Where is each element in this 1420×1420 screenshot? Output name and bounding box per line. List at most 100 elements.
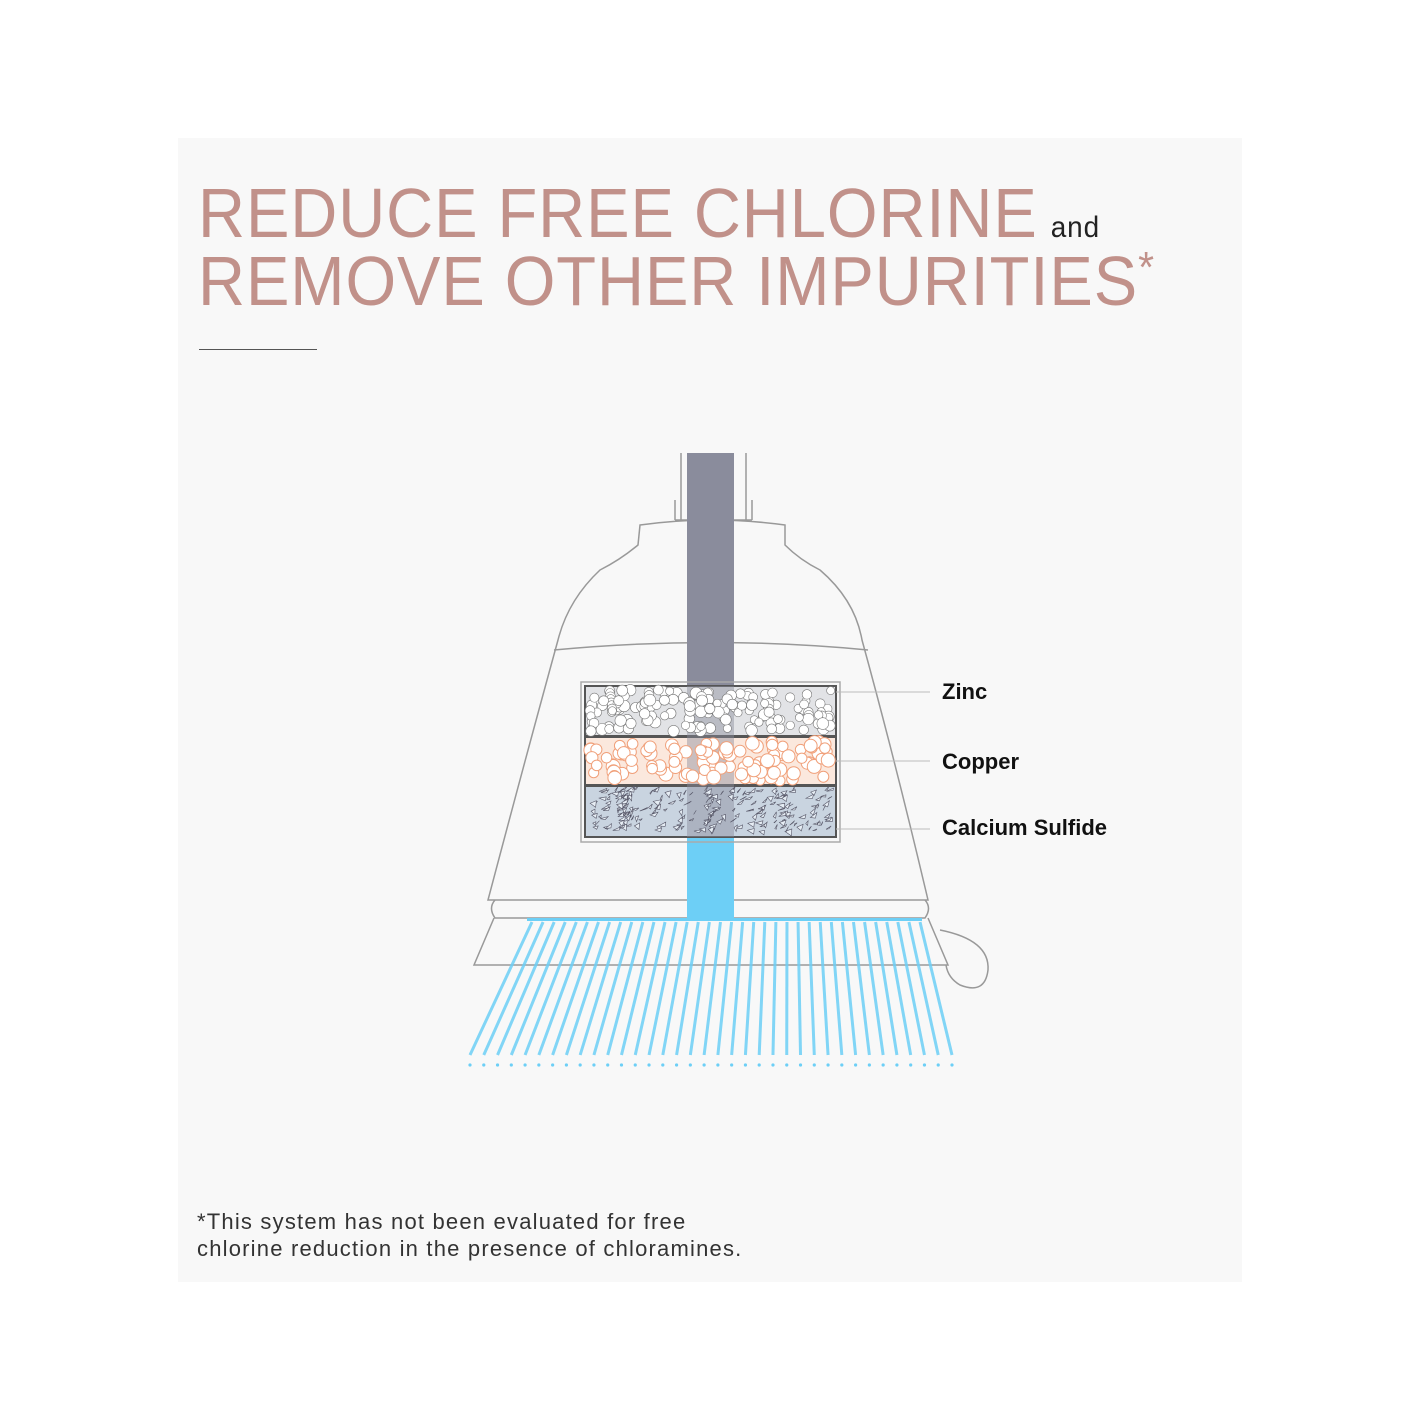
calcium-sulfide-crystal — [746, 828, 755, 835]
spray-stream — [633, 921, 667, 1056]
calcium-sulfide-crystal — [598, 796, 607, 802]
calcium-sulfide-crystal — [630, 815, 635, 821]
zinc-granule — [625, 717, 637, 729]
heading-text-2: REMOVE OTHER IMPURITIES — [198, 242, 1139, 320]
calcium-sulfide-crystal — [627, 811, 631, 816]
calcium-sulfide-crystal — [706, 820, 712, 824]
zinc-granule — [735, 688, 746, 699]
calcium-sulfide-crystal — [615, 798, 620, 803]
spray-stream — [829, 921, 844, 1056]
calcium-sulfide-crystal — [793, 822, 798, 827]
calcium-sulfide-crystal — [731, 807, 736, 812]
heading-connector: and — [1050, 211, 1101, 244]
divider — [199, 349, 317, 350]
spray-droplet — [564, 1063, 569, 1067]
calcium-sulfide-crystal — [755, 789, 764, 793]
calcium-sulfide-crystal — [754, 820, 764, 826]
calcium-sulfide-crystal — [681, 813, 686, 820]
calcium-sulfide-crystal — [708, 814, 712, 822]
calcium-sulfide-crystal — [651, 809, 656, 815]
calcium-sulfide-crystal — [776, 794, 785, 799]
spray-droplet — [578, 1063, 582, 1067]
calcium-sulfide-crystal — [675, 826, 681, 831]
calcium-sulfide-crystal — [781, 794, 788, 803]
calcium-sulfide-crystal — [606, 795, 611, 800]
copper-granule — [607, 770, 622, 786]
spray-stream — [807, 921, 816, 1056]
calcium-sulfide-crystal — [731, 796, 739, 801]
calcium-sulfide-crystal — [750, 800, 757, 806]
calcium-sulfide-crystal — [590, 808, 596, 816]
calcium-sulfide-crystal — [773, 819, 778, 824]
spray-stream — [885, 921, 913, 1056]
calcium-sulfide-crystal — [683, 789, 687, 796]
spray-droplet — [674, 1063, 679, 1067]
spray-stream — [896, 921, 926, 1056]
calcium-sulfide-crystal — [676, 792, 682, 800]
spray-droplet — [936, 1063, 940, 1067]
calcium-sulfide-crystal — [620, 790, 626, 797]
calcium-sulfide-crystal — [605, 800, 612, 806]
calcium-sulfide-crystal — [591, 812, 598, 819]
copper-granule — [600, 752, 613, 764]
copper-granule — [706, 769, 722, 785]
zinc-granule — [681, 720, 691, 730]
calcium-sulfide-crystal — [824, 816, 833, 821]
zinc-granule — [802, 712, 815, 726]
copper-granule — [745, 736, 760, 751]
spray-stream — [688, 921, 711, 1056]
footnote-line-2: chlorine reduction in the presence of ch… — [197, 1236, 743, 1261]
calcium-sulfide-crystal — [664, 790, 672, 799]
calcium-sulfide-crystal — [748, 787, 756, 794]
zinc-granule — [683, 700, 696, 712]
spray-stream — [675, 921, 700, 1056]
spray-stream — [537, 921, 589, 1056]
spray-stream — [551, 921, 600, 1056]
calcium-sulfide-crystal — [769, 801, 776, 805]
calcium-sulfide-crystal — [597, 814, 602, 818]
calcium-sulfide-crystal — [720, 814, 726, 822]
footnote-line-1: *This system has not been evaluated for … — [197, 1209, 687, 1234]
calcium-sulfide-crystal — [747, 821, 755, 828]
calcium-sulfide-crystal — [631, 807, 640, 811]
calcium-sulfide-crystal — [784, 828, 793, 837]
calcium-sulfide-crystal — [693, 829, 703, 834]
spray-stream — [757, 921, 767, 1056]
zinc-granule — [667, 725, 680, 737]
spray-stream — [863, 921, 885, 1056]
calcium-sulfide-crystal — [733, 824, 738, 833]
calcium-sulfide-crystal — [633, 822, 640, 831]
copper-granule — [668, 742, 681, 756]
zinc-granule — [607, 706, 617, 716]
zinc-granule — [785, 720, 795, 731]
calcium-sulfide-crystal — [825, 825, 832, 830]
calcium-sulfide-crystal — [810, 789, 817, 796]
calcium-sulfide-crystal — [632, 785, 635, 791]
spray-droplet — [950, 1063, 954, 1067]
calcium-sulfide-crystal — [744, 796, 753, 800]
copper-granule — [590, 759, 603, 772]
calcium-sulfide-crystal — [716, 818, 724, 825]
copper-granule — [786, 766, 801, 781]
spray-stream — [606, 921, 645, 1056]
zinc-granule — [763, 706, 775, 718]
zinc-granule — [696, 694, 708, 707]
calcium-sulfide-crystal — [824, 786, 829, 791]
calcium-sulfide-crystal — [772, 811, 777, 819]
calcium-sulfide-crystal — [679, 821, 683, 828]
zinc-granule — [696, 721, 706, 731]
calcium-sulfide-crystal — [739, 796, 747, 801]
spray-stream — [509, 921, 567, 1056]
zinc-granule — [733, 708, 743, 718]
calcium-sulfide-crystal — [604, 822, 612, 829]
calcium-sulfide-crystal — [778, 811, 786, 817]
copper-granule — [767, 765, 781, 780]
filter-cartridge — [580, 681, 841, 843]
calcium-sulfide-crystal — [780, 790, 788, 796]
spray-stream — [730, 921, 745, 1056]
spray-plate — [527, 918, 922, 921]
calcium-sulfide-crystal — [758, 829, 765, 836]
spray-droplet — [730, 1063, 734, 1067]
spray-droplet — [688, 1063, 692, 1067]
